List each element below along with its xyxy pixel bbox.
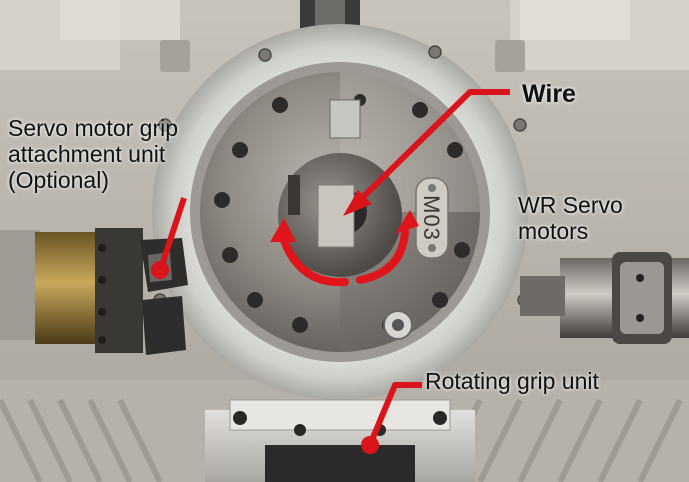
rotating-grip-label-text: Rotating grip unit xyxy=(425,368,599,394)
wr-servo-motor xyxy=(520,252,689,344)
servo-grip-label-line2: attachment unit xyxy=(8,140,166,167)
rotating-grip-label: Rotating grip unit xyxy=(425,368,599,395)
servo-grip-callout xyxy=(151,197,187,279)
rotation-arrowheads xyxy=(270,210,419,242)
wire-clamp-block xyxy=(317,184,355,248)
servo-grip-label-line3: (Optional) xyxy=(8,166,109,193)
servo-grip-label: Servo motor grip attachment unit (Option… xyxy=(8,115,179,193)
wr-servo-label-line2: motors xyxy=(518,217,589,244)
wr-servo-label-line1: WR Servo xyxy=(518,192,623,218)
rotating-grip-unit xyxy=(205,399,475,482)
nameplate: M03 xyxy=(415,177,449,259)
nameplate-text: M03 xyxy=(419,195,444,241)
rotation-arrows xyxy=(279,228,409,287)
wr-servo-label: WR Servo motors xyxy=(518,192,623,245)
servo-grip-label-line1: Servo motor grip xyxy=(8,115,179,141)
wire-label: Wire xyxy=(522,80,576,108)
wire-label-text: Wire xyxy=(522,80,576,108)
rotating-grip-callout xyxy=(361,382,422,454)
wire-callout xyxy=(343,89,510,216)
